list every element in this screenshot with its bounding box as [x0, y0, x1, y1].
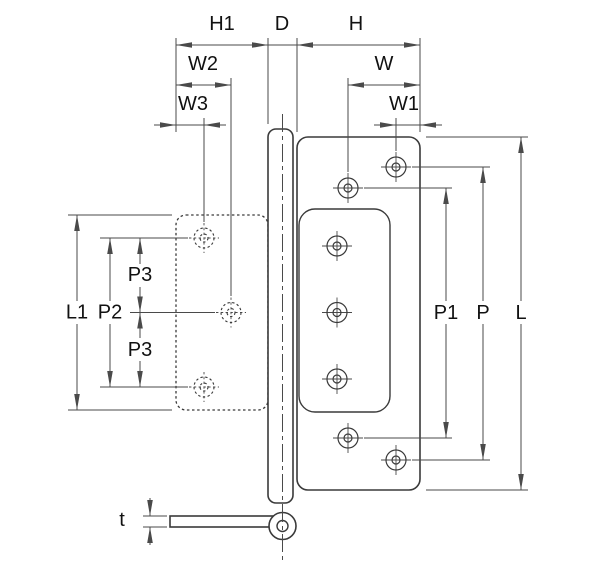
label-p1: P1: [434, 302, 458, 324]
dimension-labels: H1 D H W2 W W3 W1 L1 P2 P3 P3 P1 P L t: [61, 13, 532, 531]
label-w: W: [375, 53, 394, 75]
label-t: t: [119, 509, 125, 531]
label-p3-upper: P3: [128, 264, 152, 286]
label-p3-lower: P3: [128, 339, 152, 361]
label-w1: W1: [389, 93, 419, 115]
right-leaf-inner-panel: [298, 208, 391, 413]
label-h: H: [349, 13, 363, 35]
side-view: [169, 511, 297, 541]
label-w3: W3: [178, 93, 208, 115]
label-p: P: [476, 302, 489, 324]
label-d: D: [275, 13, 289, 35]
label-h1: H1: [209, 13, 235, 35]
label-w2: W2: [188, 53, 218, 75]
label-p2: P2: [98, 302, 122, 324]
front-view: [175, 128, 421, 504]
label-l1: L1: [66, 302, 88, 324]
hinge-pin: [267, 128, 294, 504]
side-leaf-plate: [169, 515, 277, 528]
label-l: L: [515, 302, 526, 324]
